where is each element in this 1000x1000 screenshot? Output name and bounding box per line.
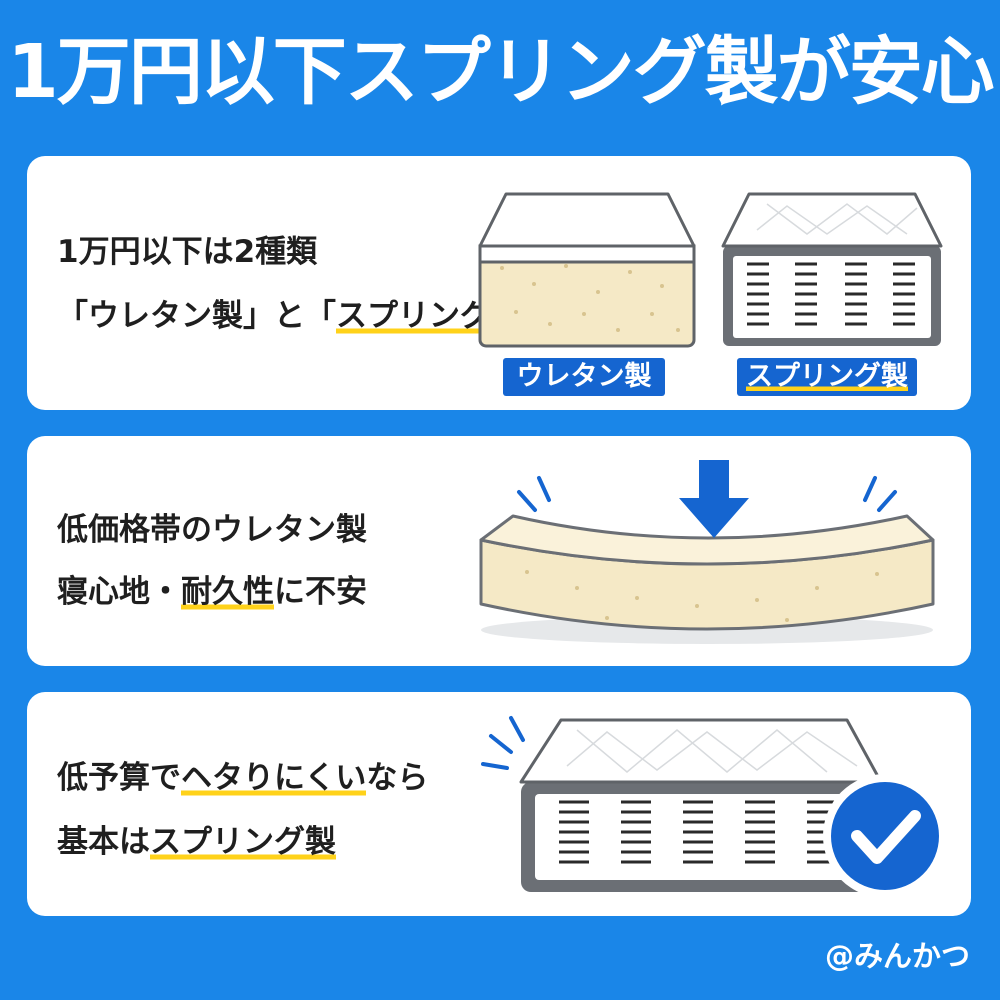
card3-line2-a: 基本は <box>57 824 150 860</box>
motion-lines-right <box>863 476 897 512</box>
card-urethane-concern: 低価格帯のウレタン製 寝心地・耐久性に不安 <box>27 436 971 666</box>
motion-lines <box>481 716 525 770</box>
card1-line1: 1万円以下は2種類 <box>57 234 318 270</box>
tag-urethane: ウレタン製 <box>503 358 665 396</box>
card1-line2-a: 「ウレタン製」と「 <box>57 298 336 334</box>
card2-line2-a: 寝心地・ <box>57 574 181 610</box>
tag-spring-label: スプリング製 <box>746 361 908 392</box>
card3-line1-c: なら <box>366 760 429 796</box>
tag-spring: スプリング製 <box>737 358 917 396</box>
credit-text: @みんかつ <box>824 939 970 973</box>
card3-line1-a: 低予算で <box>57 760 181 796</box>
card2-line2: 寝心地・耐久性に不安 <box>57 572 367 612</box>
down-arrow-icon <box>679 460 749 538</box>
card2-line2-c: に不安 <box>274 574 367 610</box>
spring-mattress-large-illustration <box>481 716 947 898</box>
card-types: 1万円以下は2種類 「ウレタン製」と「スプリング製」 ウレタン製 スプリング製 <box>27 156 971 410</box>
urethane-mattress-illustration <box>478 192 696 348</box>
card2-line1: 低価格帯のウレタン製 <box>57 512 367 548</box>
card3-highlight-durable: ヘタりにくい <box>181 760 367 798</box>
card3-line2: 基本はスプリング製 <box>57 822 336 862</box>
card-recommendation: 低予算でヘタりにくいなら 基本はスプリング製 <box>27 692 971 916</box>
card2-highlight-durability: 耐久性 <box>181 574 274 612</box>
check-circle-icon <box>823 774 947 898</box>
spring-mattress-illustration <box>721 192 943 346</box>
card3-line1: 低予算でヘタりにくいなら <box>57 758 428 798</box>
card3-highlight-spring: スプリング製 <box>150 824 336 862</box>
sagging-foam-illustration <box>479 460 935 644</box>
motion-lines-left <box>517 476 551 512</box>
page-title: 1万円以下スプリング製が安心 <box>7 29 995 115</box>
